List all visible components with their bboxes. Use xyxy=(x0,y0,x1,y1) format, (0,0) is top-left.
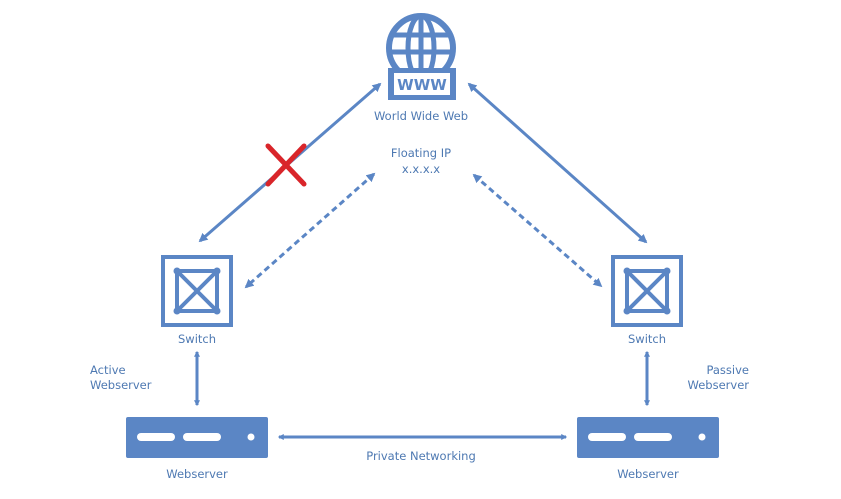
private-networking-label: Private Networking xyxy=(366,449,476,463)
right-server-icon xyxy=(577,417,719,458)
passive-role-label-line1: Passive xyxy=(706,363,749,377)
globe-www-icon: WWW xyxy=(386,13,456,100)
right-internet-link xyxy=(467,82,648,244)
active-role-label-line2: Webserver xyxy=(90,378,152,392)
right-server-label: Webserver xyxy=(617,467,679,481)
active-role-label-line1: Active xyxy=(90,363,126,377)
floating-ip-label: Floating IP xyxy=(391,146,451,160)
left-switch-icon xyxy=(161,255,233,327)
floating-ip-address: x.x.x.x xyxy=(402,162,440,176)
left-server-icon xyxy=(126,417,268,458)
world-wide-web-label: World Wide Web xyxy=(374,109,468,123)
www-badge-text: WWW xyxy=(397,76,447,94)
right-floating-ip-link xyxy=(472,173,603,288)
passive-role-label-line2: Webserver xyxy=(688,378,750,392)
right-switch-label: Switch xyxy=(628,332,666,346)
link-failure-x-icon xyxy=(265,143,307,187)
left-switch-label: Switch xyxy=(178,332,216,346)
left-floating-ip-link xyxy=(244,172,376,289)
right-switch-icon xyxy=(611,255,683,327)
left-server-label: Webserver xyxy=(166,467,228,481)
